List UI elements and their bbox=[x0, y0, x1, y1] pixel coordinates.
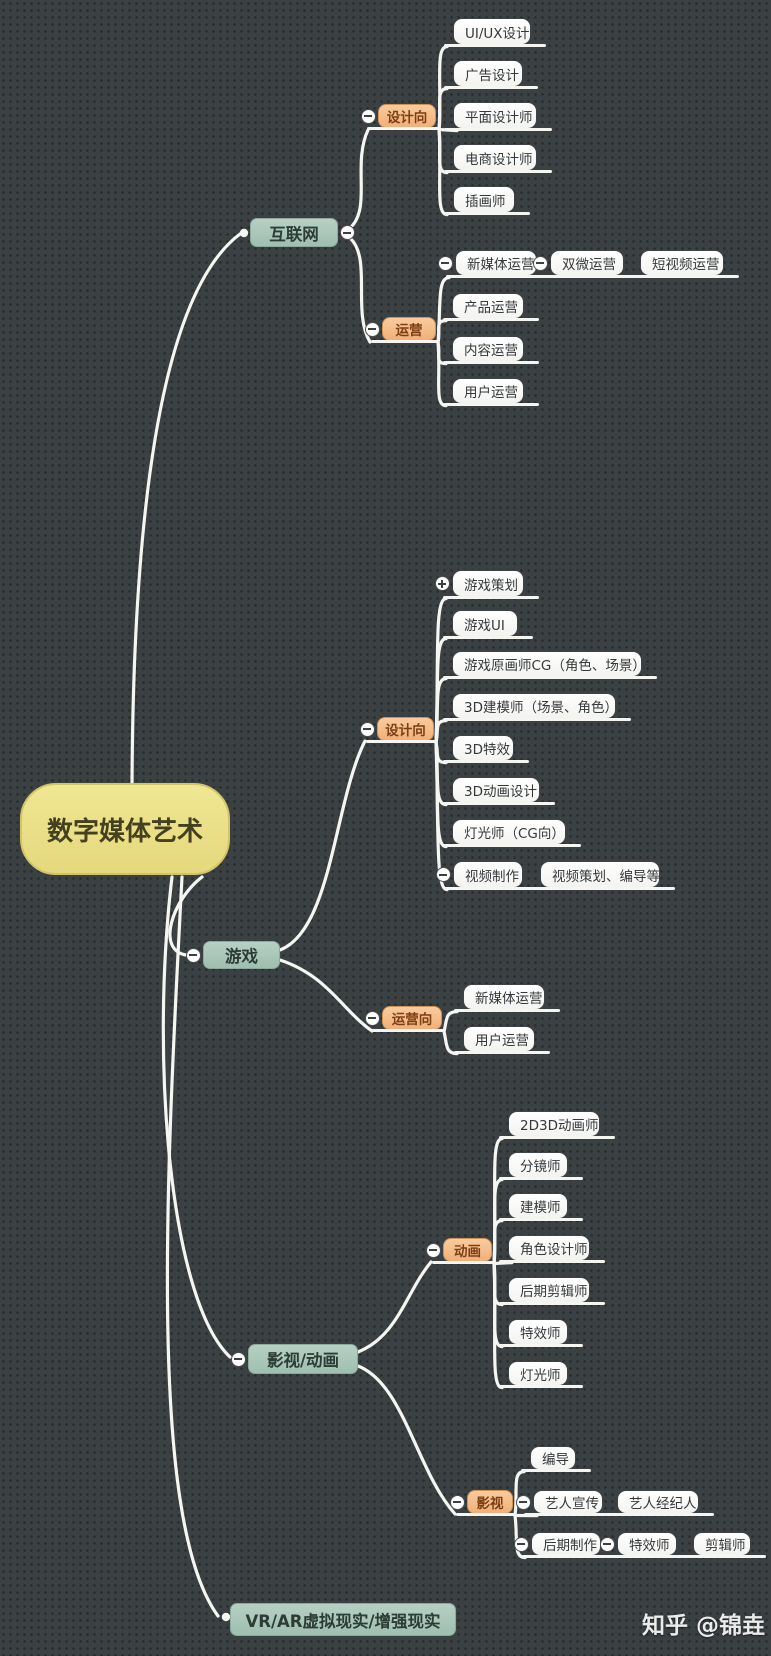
node-dh2d3d[interactable]: 2D3D动画师 bbox=[499, 1111, 615, 1140]
node-yingshi[interactable]: 影视 bbox=[456, 1490, 516, 1517]
link-youxi-shejixiang2 bbox=[278, 739, 367, 952]
node-dengguangcg[interactable]: 灯光师（CG向） bbox=[443, 819, 581, 848]
link-root-youxi bbox=[168, 875, 204, 957]
link-shejixiang1-chahua bbox=[437, 127, 449, 217]
link-shejixiang1-guanggao bbox=[437, 87, 449, 132]
node-biandao[interactable]: 编导 bbox=[521, 1446, 591, 1473]
link-youxi-yunyingxiang bbox=[278, 958, 374, 1033]
node-texiaoshi2[interactable]: 特效师 bbox=[608, 1532, 692, 1559]
link-yunyingxiang-xinmeiti2 bbox=[442, 1010, 459, 1034]
node-dianshang[interactable]: 电商设计师 bbox=[444, 144, 552, 174]
link-shejixiang2-shipinzhizuo bbox=[434, 740, 449, 892]
node-neirong[interactable]: 内容运营 bbox=[443, 336, 539, 365]
minus-collapse-icon[interactable] bbox=[359, 721, 375, 737]
link-yunying-yonghu1 bbox=[436, 340, 448, 408]
minus-collapse-icon[interactable] bbox=[599, 1536, 615, 1552]
node-uiux[interactable]: UI/UX设计 bbox=[444, 18, 546, 48]
node-yingshidonghua[interactable]: 影视/动画 bbox=[248, 1344, 358, 1374]
minus-collapse-icon[interactable] bbox=[515, 1494, 531, 1510]
node-pingmian[interactable]: 平面设计师 bbox=[444, 102, 552, 132]
node-hulianwang[interactable]: 互联网 bbox=[250, 218, 338, 247]
node-juese[interactable]: 角色设计师 bbox=[499, 1235, 605, 1264]
node-houqijianji[interactable]: 后期剪辑师 bbox=[499, 1277, 605, 1306]
minus-collapse-icon[interactable] bbox=[513, 1536, 529, 1552]
node-yuanhuashi[interactable]: 游戏原画师CG（角色、场景） bbox=[443, 651, 657, 680]
node-chahua[interactable]: 插画师 bbox=[444, 186, 530, 216]
minus-collapse-icon[interactable] bbox=[364, 1010, 380, 1026]
minus-collapse-icon[interactable] bbox=[449, 1494, 465, 1510]
minus-collapse-icon[interactable] bbox=[339, 225, 355, 240]
link-root-vrar bbox=[165, 875, 220, 1618]
node-shuangwei[interactable]: 双微运营 bbox=[541, 250, 639, 279]
link-yunying-chanpin bbox=[436, 319, 448, 345]
minus-collapse-icon[interactable] bbox=[435, 867, 451, 882]
minus-collapse-icon[interactable] bbox=[425, 1242, 441, 1258]
node-donghua[interactable]: 动画 bbox=[432, 1238, 495, 1265]
minus-collapse-icon[interactable] bbox=[437, 255, 453, 271]
link-hulianwang-shejixiang1 bbox=[348, 128, 370, 230]
link-root-hulianwang bbox=[130, 232, 242, 787]
zhihu-watermark: 知乎 @锦垚 bbox=[641, 1613, 765, 1639]
minus-collapse-icon[interactable] bbox=[364, 321, 380, 337]
node-root[interactable]: 数字媒体艺术 bbox=[20, 783, 230, 875]
node-vrar[interactable]: VR/AR虚拟现实/增强现实 bbox=[230, 1603, 456, 1636]
node-xinmeiti1[interactable]: 新媒体运营 bbox=[446, 250, 552, 279]
link-yingshidonghua-yingshi bbox=[356, 1364, 457, 1516]
node-youxi[interactable]: 游戏 bbox=[203, 941, 280, 969]
connector-anchor-dot bbox=[221, 1612, 231, 1622]
node-texiaoshi1[interactable]: 特效师 bbox=[499, 1319, 583, 1348]
node-yunyingxiang[interactable]: 运营向 bbox=[371, 1006, 445, 1033]
link-donghua-jianmo bbox=[492, 1219, 504, 1266]
node-guanggao[interactable]: 广告设计 bbox=[444, 60, 538, 90]
node-xinmeiti2[interactable]: 新媒体运营 bbox=[454, 984, 560, 1013]
link-shejixiang2-jianmoshi3d bbox=[434, 719, 448, 745]
node-yonghu1[interactable]: 用户运营 bbox=[443, 378, 539, 407]
node-jianmoshi3d[interactable]: 3D建模师（场景、角色） bbox=[443, 693, 631, 722]
link-donghua-dengguangshi bbox=[492, 1261, 504, 1390]
node-youxicehua[interactable]: 游戏策划 bbox=[443, 570, 539, 600]
link-yingshi-biandao bbox=[513, 1470, 526, 1518]
node-duanshipin[interactable]: 短视频运营 bbox=[631, 250, 739, 279]
minus-collapse-icon[interactable] bbox=[532, 255, 548, 271]
node-fenjing[interactable]: 分镜师 bbox=[499, 1152, 583, 1181]
node-dengguangshi[interactable]: 灯光师 bbox=[499, 1361, 583, 1389]
node-shipinzhizuo[interactable]: 视频制作 bbox=[444, 861, 538, 891]
minus-collapse-icon[interactable] bbox=[360, 108, 376, 124]
node-youxiui[interactable]: 游戏UI bbox=[443, 610, 533, 640]
node-donghua3d[interactable]: 3D动画设计 bbox=[443, 777, 555, 806]
node-texiao3d[interactable]: 3D特效 bbox=[443, 735, 529, 764]
node-shejixiang2[interactable]: 设计向 bbox=[366, 717, 437, 744]
node-shejixiang1[interactable]: 设计向 bbox=[367, 104, 439, 131]
connector-anchor-dot bbox=[239, 228, 249, 238]
node-yirenxuanchuan[interactable]: 艺人宣传 bbox=[524, 1490, 618, 1517]
minus-collapse-icon[interactable] bbox=[230, 1351, 246, 1367]
plus-collapse-icon[interactable] bbox=[434, 576, 450, 591]
node-yirenjingjiren[interactable]: 艺人经纪人 bbox=[608, 1490, 714, 1517]
node-houqizhizuo[interactable]: 后期制作 bbox=[522, 1532, 616, 1559]
node-yunying[interactable]: 运营 bbox=[371, 317, 439, 344]
node-yonghu2[interactable]: 用户运营 bbox=[454, 1026, 550, 1055]
node-chanpin[interactable]: 产品运营 bbox=[443, 293, 539, 322]
link-yingshidonghua-donghua bbox=[356, 1260, 433, 1354]
minus-collapse-icon[interactable] bbox=[185, 947, 201, 963]
node-jianmo[interactable]: 建模师 bbox=[499, 1193, 583, 1222]
node-shipincehua[interactable]: 视频策划、编导等 bbox=[531, 861, 675, 891]
node-jianjishi[interactable]: 剪辑师 bbox=[684, 1532, 766, 1559]
